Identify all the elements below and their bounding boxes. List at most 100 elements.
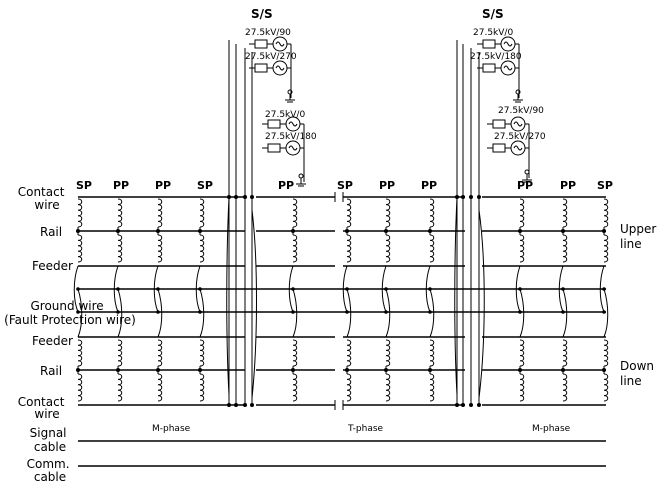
transformer-coil-lower [562, 339, 568, 367]
bond-curve [73, 265, 79, 313]
source-label: 27.5kV/0 [265, 110, 305, 120]
feed-node [461, 195, 465, 199]
transformer-coil-upper [429, 234, 435, 263]
transformer-coil-upper [292, 198, 298, 228]
ground-node [345, 287, 349, 291]
rail-node [518, 229, 522, 233]
source-label: 27.5kV/270 [494, 132, 546, 142]
transformer-coil-upper [199, 198, 205, 228]
bond-curve [113, 265, 119, 313]
ground-node [384, 287, 388, 291]
ground-node [198, 287, 202, 291]
post-label-sp: SP [76, 179, 92, 192]
ground-node [384, 310, 388, 314]
label-rail-lower: Rail [40, 364, 62, 378]
transformer-coil-lower [157, 373, 163, 402]
rail-node [156, 229, 160, 233]
rail-node [561, 368, 565, 372]
rail-node [76, 368, 80, 372]
bond-curve [292, 288, 298, 338]
transformer-coil-lower [429, 373, 435, 402]
feed-node [477, 403, 481, 407]
ground-node [602, 310, 606, 314]
rail-node [198, 229, 202, 233]
transformer-coil-lower [429, 339, 435, 367]
transformer-coil-upper [346, 234, 352, 263]
post-label-sp: SP [337, 179, 353, 192]
ground-node [156, 287, 160, 291]
bond-curve [519, 288, 525, 338]
transformer-coil-lower [562, 373, 568, 402]
rail-node [428, 229, 432, 233]
bond-curve [157, 288, 163, 338]
feed-node [243, 403, 247, 407]
feeder-loop [251, 209, 257, 399]
label-rail-upper: Rail [40, 225, 62, 239]
rail-node [384, 229, 388, 233]
source-right-top-b-resistor [482, 63, 496, 73]
bond-curve [117, 288, 123, 338]
transformer-coil-upper [77, 234, 83, 263]
feed-node [234, 403, 238, 407]
source-left-lower-switch [298, 173, 304, 179]
rail-node [345, 229, 349, 233]
transformer-coil-lower [199, 339, 205, 367]
bond-curve [153, 265, 159, 313]
source-left-top-a-wave [275, 41, 285, 47]
ground-node [518, 310, 522, 314]
post-label-pp: PP [421, 179, 437, 192]
transformer-coil-lower [292, 373, 298, 402]
feeder-loop [226, 196, 230, 396]
label-contact-wire-lower: Contact wire [18, 395, 69, 421]
bond-curve [342, 265, 348, 313]
ground-node [156, 310, 160, 314]
transformer-coil-upper [385, 234, 391, 263]
bond-curve [385, 288, 391, 338]
rail-node [602, 368, 606, 372]
rail-node [428, 368, 432, 372]
rail-node [116, 229, 120, 233]
bond-curve [599, 265, 605, 313]
ground-node [561, 310, 565, 314]
rail-node [291, 368, 295, 372]
rail-node [345, 368, 349, 372]
transformer-coil-upper [157, 198, 163, 228]
bond-curve [195, 265, 201, 313]
ground-node [561, 287, 565, 291]
bond-curve [199, 288, 205, 338]
transformer-coil-lower [603, 373, 609, 402]
ground-node [76, 287, 80, 291]
feed-node [469, 403, 473, 407]
transformer-coil-lower [199, 373, 205, 402]
source-right-top-b-wave [503, 65, 513, 71]
source-label: 27.5kV/90 [498, 106, 544, 116]
transformer-coil-lower [117, 373, 123, 402]
source-left-top-b-resistor [254, 63, 268, 73]
rail-node [198, 368, 202, 372]
rail-node [561, 229, 565, 233]
post-label-pp: PP [517, 179, 533, 192]
post-label-sp: SP [197, 179, 213, 192]
transformer-coil-upper [117, 198, 123, 228]
ground-node [428, 287, 432, 291]
label-signal-cable: Signal cable [30, 426, 71, 454]
transformer-coil-lower [603, 339, 609, 367]
ground-node [602, 287, 606, 291]
ground-node [291, 310, 295, 314]
bond-curve [515, 265, 521, 313]
post-label-pp: PP [560, 179, 576, 192]
source-label: 27.5kV/180 [265, 132, 317, 142]
transformer-coil-lower [157, 339, 163, 367]
transformer-coil-upper [603, 234, 609, 263]
transformer-coil-lower [346, 339, 352, 367]
source-left-lower-a-wave [288, 121, 298, 127]
source-label: 27.5kV/270 [245, 52, 297, 62]
source-right-lower-b-resistor [492, 143, 506, 153]
transformer-coil-upper [346, 198, 352, 228]
source-right-lower-a-wave [513, 121, 523, 127]
transformer-coil-lower [77, 339, 83, 367]
ground-node [345, 310, 349, 314]
conductor-lines [78, 192, 606, 410]
rail-node [76, 229, 80, 233]
